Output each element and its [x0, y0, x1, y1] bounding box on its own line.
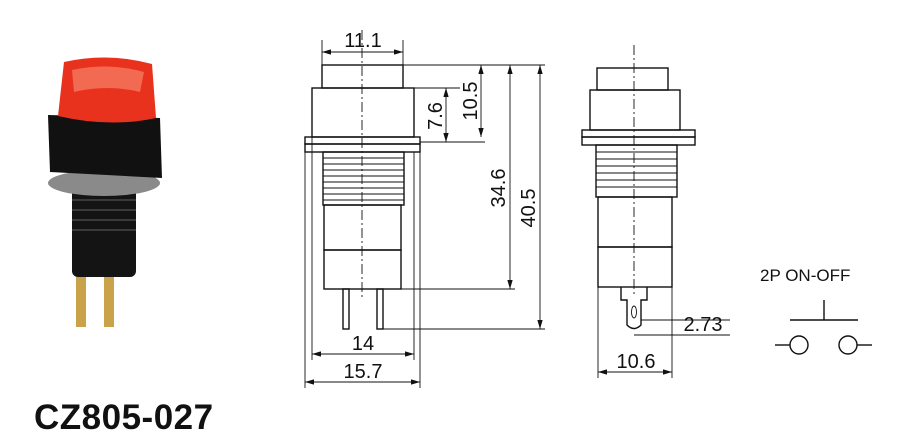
front-view-drawing: 11.1 7.6 10.5 34.6 40.5 14 15.7 [304, 30, 545, 388]
model-title: CZ805-027 [34, 398, 214, 437]
dim-total-length: 40.5 [518, 189, 540, 228]
dim-flange-width: 15.7 [344, 361, 383, 383]
dim-body-height: 7.6 [425, 102, 447, 130]
product-photo [48, 57, 162, 327]
switch-type-label: 2P ON-OFF [760, 266, 851, 285]
dim-pin-offset: 2.73 [684, 314, 723, 336]
side-view-drawing: 2.73 10.6 [581, 45, 730, 378]
switch-schematic-symbol [775, 300, 872, 355]
dim-body-width: 14 [352, 333, 374, 355]
dim-body-length: 34.6 [488, 169, 510, 208]
dim-top-height: 10.5 [460, 82, 482, 121]
dim-side-width: 10.6 [617, 351, 656, 373]
dim-cap-width: 11.1 [344, 30, 381, 52]
